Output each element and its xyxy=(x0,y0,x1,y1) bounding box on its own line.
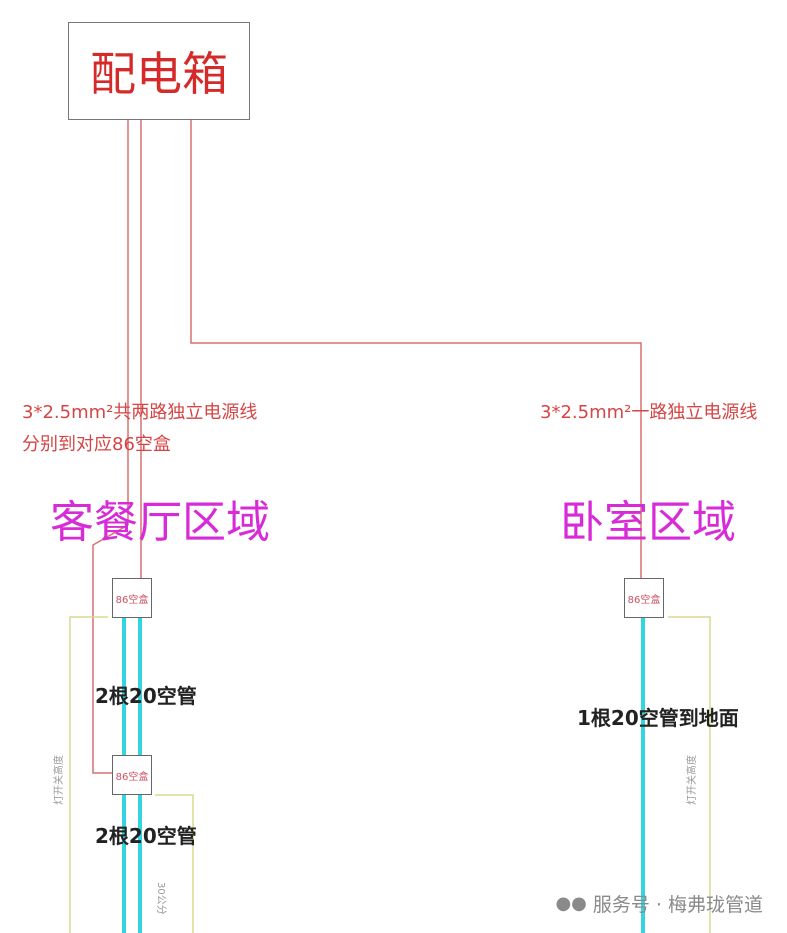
junction-box-left-upper: 86空盒 xyxy=(112,578,152,618)
right-conduit-label: 1根20空管到地面 xyxy=(577,706,739,730)
junction-box-left-lower: 86空盒 xyxy=(112,755,152,795)
height-30cm-label: 30公分 xyxy=(155,882,166,915)
dimension-left-switch xyxy=(69,616,108,933)
dimension-30cm xyxy=(155,794,194,933)
right-zone-label: 卧室区域 xyxy=(560,497,736,548)
watermark: ●● 服务号 · 梅弗珑管道 xyxy=(555,890,763,917)
watermark-text: 服务号 · 梅弗珑管道 xyxy=(592,894,763,916)
left-wire-note-2: 分别到对应86空盒 xyxy=(22,434,171,455)
left-conduit-label-2: 2根20空管 xyxy=(95,824,197,848)
left-zone-label: 客餐厅区域 xyxy=(50,497,270,548)
right-wire-note: 3*2.5mm²一路独立电源线 xyxy=(540,402,758,423)
left-switch-height-label: 灯开关高度 xyxy=(54,755,65,805)
right-switch-height-label: 灯开关高度 xyxy=(687,755,698,805)
wechat-icon: ●● xyxy=(555,893,587,914)
left-conduit-label-1: 2根20空管 xyxy=(95,684,197,708)
dimension-right-switch xyxy=(668,616,711,933)
wire-left-lower xyxy=(92,120,129,774)
distribution-box: 配电箱 xyxy=(68,22,250,120)
left-wire-note-1: 3*2.5mm²共两路独立电源线 xyxy=(22,402,258,423)
wire-right xyxy=(190,120,642,578)
junction-box-right: 86空盒 xyxy=(624,578,664,618)
